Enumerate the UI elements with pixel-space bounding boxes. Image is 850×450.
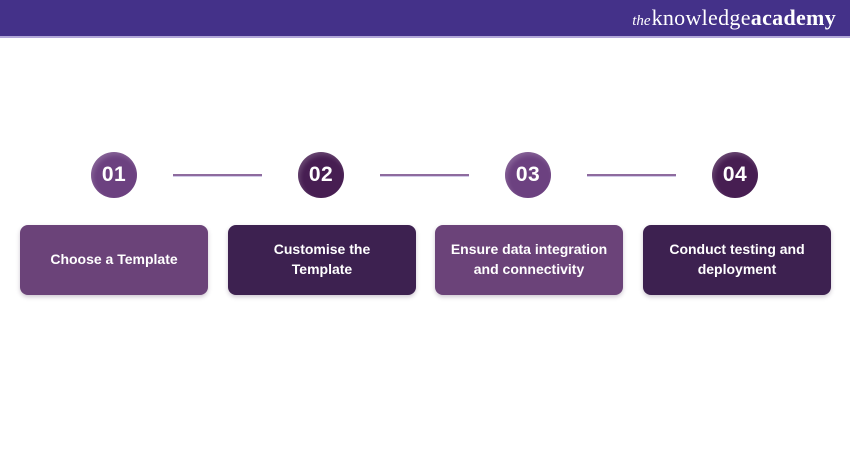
connector-line-3-4 [587,174,676,176]
step-circle-04: 04 [712,152,758,198]
logo-knowledge: knowledge [651,5,751,30]
connector-line-1-2 [173,174,262,176]
step-circle-03: 03 [505,152,551,198]
logo-academy: academy [750,5,836,30]
step-box-testing-deployment: Conduct testing and deployment [643,225,831,295]
step-circle-01: 01 [91,152,137,198]
step-box-data-integration: Ensure data integration and connectivity [435,225,623,295]
step-circle-02: 02 [298,152,344,198]
logo-the: the [632,13,651,29]
connector-line-2-3 [380,174,469,176]
step-box-customise-template: Customise the Template [228,225,416,295]
step-box-choose-template: Choose a Template [20,225,208,295]
